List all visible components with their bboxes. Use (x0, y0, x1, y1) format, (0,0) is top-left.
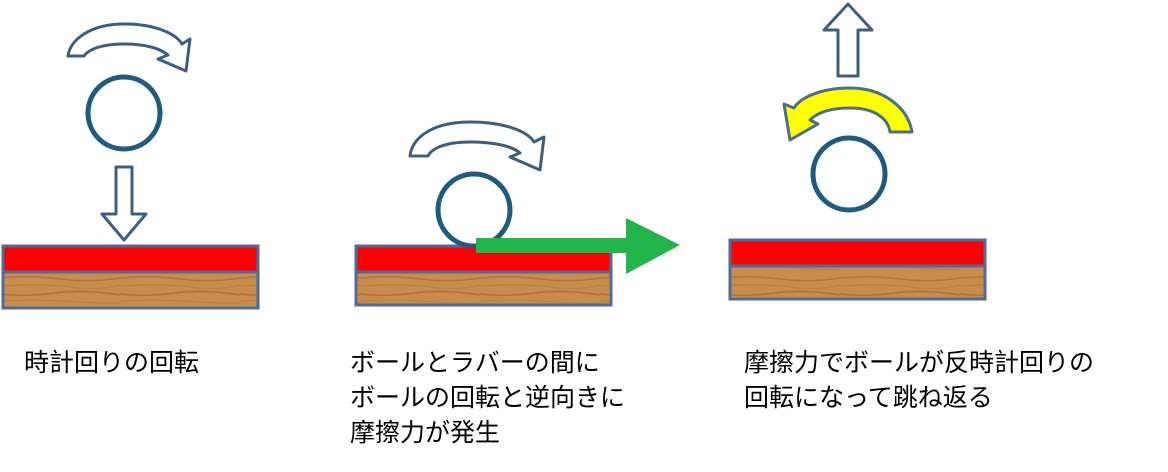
up-arrow-icon (822, 2, 874, 78)
wood-layer (354, 270, 613, 307)
rubber-layer (728, 238, 987, 268)
friction-arrow-icon (476, 218, 680, 274)
caption-line: 回転になって跳ね返る (744, 383, 993, 412)
rubber-layer (1, 244, 260, 274)
racket-board (728, 238, 987, 301)
caption-rebound: 摩擦力でボールが反時計回りの 回転になって跳ね返る (744, 345, 1094, 415)
panel-contact (354, 120, 680, 307)
wood-layer (1, 270, 260, 310)
caption-falling: 時計回りの回転 (24, 345, 199, 380)
spin-arrow-clockwise-icon (66, 22, 192, 73)
caption-contact: ボールとラバーの間に ボールの回転と逆向きに 摩擦力が発生 (350, 345, 625, 450)
racket-board (1, 244, 260, 310)
spin-arrow-counterclockwise-icon (782, 86, 914, 142)
caption-line: 摩擦力が発生 (350, 418, 501, 447)
caption-line: 時計回りの回転 (24, 348, 200, 377)
caption-line: ボールの回転と逆向きに (350, 383, 626, 412)
racket-board (354, 244, 613, 307)
ball (435, 171, 513, 249)
ball (810, 135, 888, 213)
panel-rebound (728, 2, 987, 301)
ball (85, 74, 163, 152)
spin-arrow-clockwise-icon (408, 120, 546, 172)
down-arrow-icon (100, 165, 148, 242)
caption-line: ボールとラバーの間に (350, 348, 600, 377)
caption-line: 摩擦力でボールが反時計回りの (744, 348, 1095, 377)
panel-falling (1, 22, 260, 310)
wood-layer (728, 264, 987, 301)
